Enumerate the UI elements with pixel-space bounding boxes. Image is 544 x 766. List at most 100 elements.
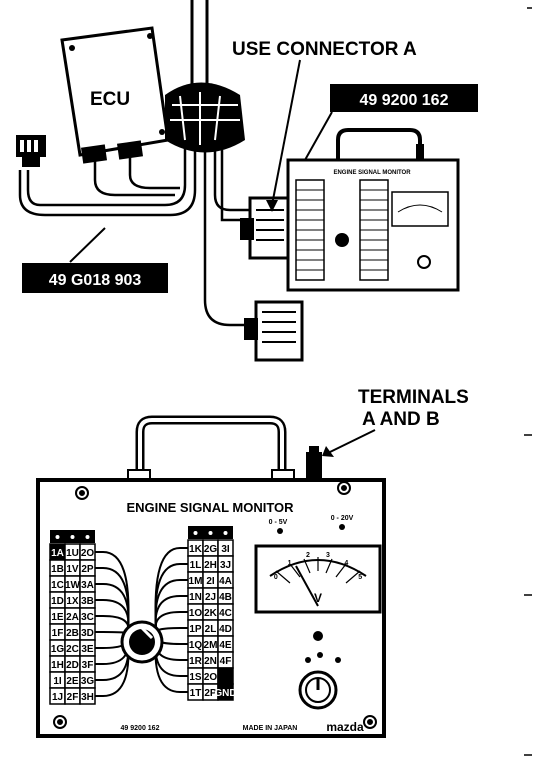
range-left-switch[interactable]: [277, 528, 283, 534]
monitor-part-badge: [330, 84, 478, 112]
meter-needle: [295, 565, 319, 607]
terminals-label-line2: A AND B: [362, 409, 440, 430]
ecu-side-connector: [16, 135, 46, 167]
right-terminal-label: 1P: [189, 624, 202, 635]
right-terminal-label: 2I: [206, 576, 215, 587]
right-terminal-label: 1N: [189, 592, 202, 603]
left-terminal-label: 3E: [81, 644, 94, 655]
meter-scale-label: 5: [358, 574, 362, 581]
left-terminal-label: 2P: [81, 564, 94, 575]
big-monitor-title: ENGINE SIGNAL MONITOR: [126, 500, 294, 515]
left-terminal-label: 1B: [51, 564, 64, 575]
brand-logo: mazda: [326, 720, 364, 734]
left-terminal-label: 1J: [52, 692, 63, 703]
right-terminal-label: 3J: [220, 560, 231, 571]
left-terminal-label: 3A: [81, 580, 94, 591]
small-monitor-title: ENGINE SIGNAL MONITOR: [333, 170, 411, 176]
monitor-screws: [53, 481, 377, 729]
connector-a: [240, 196, 292, 260]
monitor-part-number: 49 9200 162: [360, 92, 449, 109]
terminals-arrow: [329, 429, 376, 453]
right-grid-header-dot: [208, 531, 213, 535]
main-wire-bundle: [190, 0, 209, 85]
terminal-post-icon: [306, 446, 322, 480]
left-grid-header-dot: [85, 535, 90, 539]
left-terminal-label: 2A: [66, 612, 79, 623]
right-terminal-label: 2M: [204, 640, 218, 651]
right-terminal-label: 4C: [219, 608, 232, 619]
footer-part-number: 49 9200 162: [121, 725, 160, 732]
harness-wires: [18, 148, 250, 327]
right-terminal-label: 3I: [221, 544, 230, 555]
meter-unit-label: V: [314, 591, 322, 605]
left-terminal-label: 2F: [67, 692, 79, 703]
right-terminal-label: 2P: [204, 688, 217, 699]
right-terminal-cell[interactable]: [217, 667, 234, 685]
range-right-label: 0 - 20V: [331, 515, 354, 522]
footer-made-in: MADE IN JAPAN: [243, 725, 298, 732]
left-terminal-label: 3G: [81, 676, 95, 687]
range-right-switch[interactable]: [339, 524, 345, 530]
monitor-part-arrow: [304, 111, 333, 161]
meter-scale-label: 3: [326, 552, 330, 559]
right-terminal-label: 1S: [189, 672, 202, 683]
right-terminal-label: 1L: [190, 560, 202, 571]
right-terminal-label: GND: [214, 688, 236, 699]
left-terminal-label: 2B: [66, 628, 79, 639]
right-terminal-label: 1T: [190, 688, 202, 699]
left-terminal-label: 1A: [51, 548, 64, 559]
left-terminal-label: 1C: [51, 580, 64, 591]
small-monitor: [286, 128, 460, 292]
right-terminal-label: 2N: [204, 656, 217, 667]
harness-part-badge: [22, 263, 168, 293]
harness-part-number: 49 G018 903: [49, 272, 142, 289]
adjust-knob[interactable]: [298, 670, 338, 710]
left-terminal-label: 2O: [81, 548, 95, 559]
left-terminal-label: 1E: [51, 612, 64, 623]
left-terminal-label: 1W: [65, 580, 81, 591]
left-terminal-label: 2E: [66, 676, 79, 687]
left-terminal-label: 3H: [81, 692, 94, 703]
right-terminal-label: 2G: [204, 544, 218, 555]
harness-part-arrow: [69, 227, 106, 263]
ecu-label: ECU: [90, 89, 130, 110]
right-terminal-label: 1M: [189, 576, 203, 587]
connector-b: [244, 300, 304, 362]
left-terminal-label: 2D: [66, 660, 79, 671]
left-terminal-label: 1V: [66, 564, 79, 575]
left-terminal-label: 3F: [82, 660, 94, 671]
left-terminal-label: 3C: [81, 612, 94, 623]
use-connector-arrow: [271, 59, 301, 206]
left-terminal-label: 1G: [51, 644, 65, 655]
right-terminal-label: 1K: [189, 544, 203, 555]
right-terminal-label: 1O: [189, 608, 203, 619]
range-left-label: 0 - 5V: [269, 519, 288, 526]
left-terminal-label: 3B: [81, 596, 94, 607]
left-grid-header-dot: [55, 535, 60, 539]
right-terminal-label: 2H: [204, 560, 217, 571]
voltmeter: [254, 544, 382, 614]
right-terminal-label: 2L: [205, 624, 217, 635]
right-grid-header-dot: [193, 531, 198, 535]
left-terminal-label: 1H: [51, 660, 64, 671]
rotary-selector-knob[interactable]: [120, 620, 164, 664]
right-terminal-label: 4A: [219, 576, 232, 587]
left-terminal-label: 3D: [81, 628, 94, 639]
right-terminal-label: 4B: [219, 592, 232, 603]
left-grid-header-dot: [70, 535, 75, 539]
right-terminal-label: 2O: [204, 672, 218, 683]
meter-scale-label: 4: [344, 560, 348, 567]
left-terminal-label: 2C: [66, 644, 79, 655]
left-terminal-label: 1X: [66, 596, 79, 607]
right-terminal-label: 4E: [219, 640, 232, 651]
right-terminal-label: 2J: [205, 592, 216, 603]
left-terminal-label: 1F: [52, 628, 64, 639]
indicator-lamp: [313, 631, 323, 641]
right-terminal-cell[interactable]: [217, 683, 234, 701]
left-terminal-label: 1D: [51, 596, 64, 607]
meter-scale-label: 1: [288, 560, 292, 567]
left-terminal-label: 1U: [66, 548, 79, 559]
